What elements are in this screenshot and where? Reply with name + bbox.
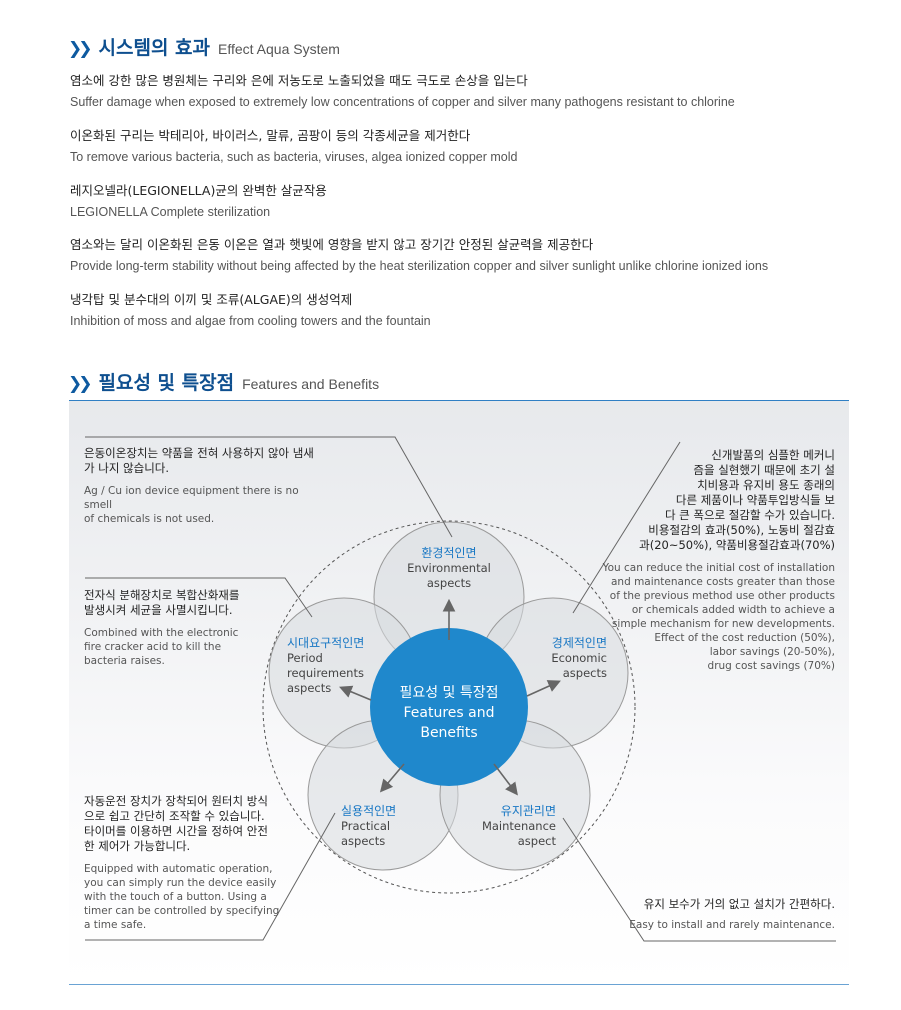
double-chevron-icon: ❯❯ [68,39,92,59]
leader-line-maintenance [562,817,836,942]
label-environmental: 환경적인면 Environmental aspects [407,546,491,590]
section-features-title: ❯❯ 필요성 및 특장점 Features and Benefits [68,372,380,394]
leader-line-period [85,577,313,618]
effect-item: 염소와는 달리 이온화된 은동 이온은 열과 햇빛에 영향을 받지 않고 장기간… [70,237,769,273]
double-chevron-icon: ❯❯ [68,374,92,394]
arrow-left [339,685,372,701]
note-maintenance: 유지 보수가 거의 없고 설치가 간편하다. Easy to install a… [629,897,835,931]
effect-item: 이온화된 구리는 박테리아, 바이러스, 말류, 곰팡이 등의 각종세균을 제거… [70,128,518,164]
leader-line-environmental [85,436,453,538]
label-maintenance: 유지관리면 Maintenance aspect [481,804,556,848]
arrow-right [526,680,561,697]
arrow-down-left [379,763,405,793]
center-label: 필요성 및 특장점 Features and Benefits [399,685,499,741]
leader-line-practical [85,812,336,941]
effect-item: 염소에 강한 많은 병원체는 구리와 은에 저농도로 노출되었을 때도 극도로 … [70,73,735,109]
outer-dashed-circle [262,520,636,894]
note-economic: 신개발품의 심플한 메커니 즘을 실현했기 때문에 초기 설 치비용과 유지비 … [602,448,835,672]
label-economic: 경제적인면 Economic aspects [551,636,607,680]
center-circle [370,628,528,786]
label-practical: 실용적인면 Practical aspects [341,804,397,848]
note-practical: 자동운전 장치가 장착되어 원터치 방식 으로 쉽고 간단히 조작할 수 있습니… [84,794,280,931]
leader-line-economic [572,441,681,614]
arrow-down-right [493,763,518,796]
label-period: 시대요구적인면 Period requirements aspects [287,636,365,695]
section-effect-title: ❯❯ 시스템의 효과 Effect Aqua System [68,37,340,59]
